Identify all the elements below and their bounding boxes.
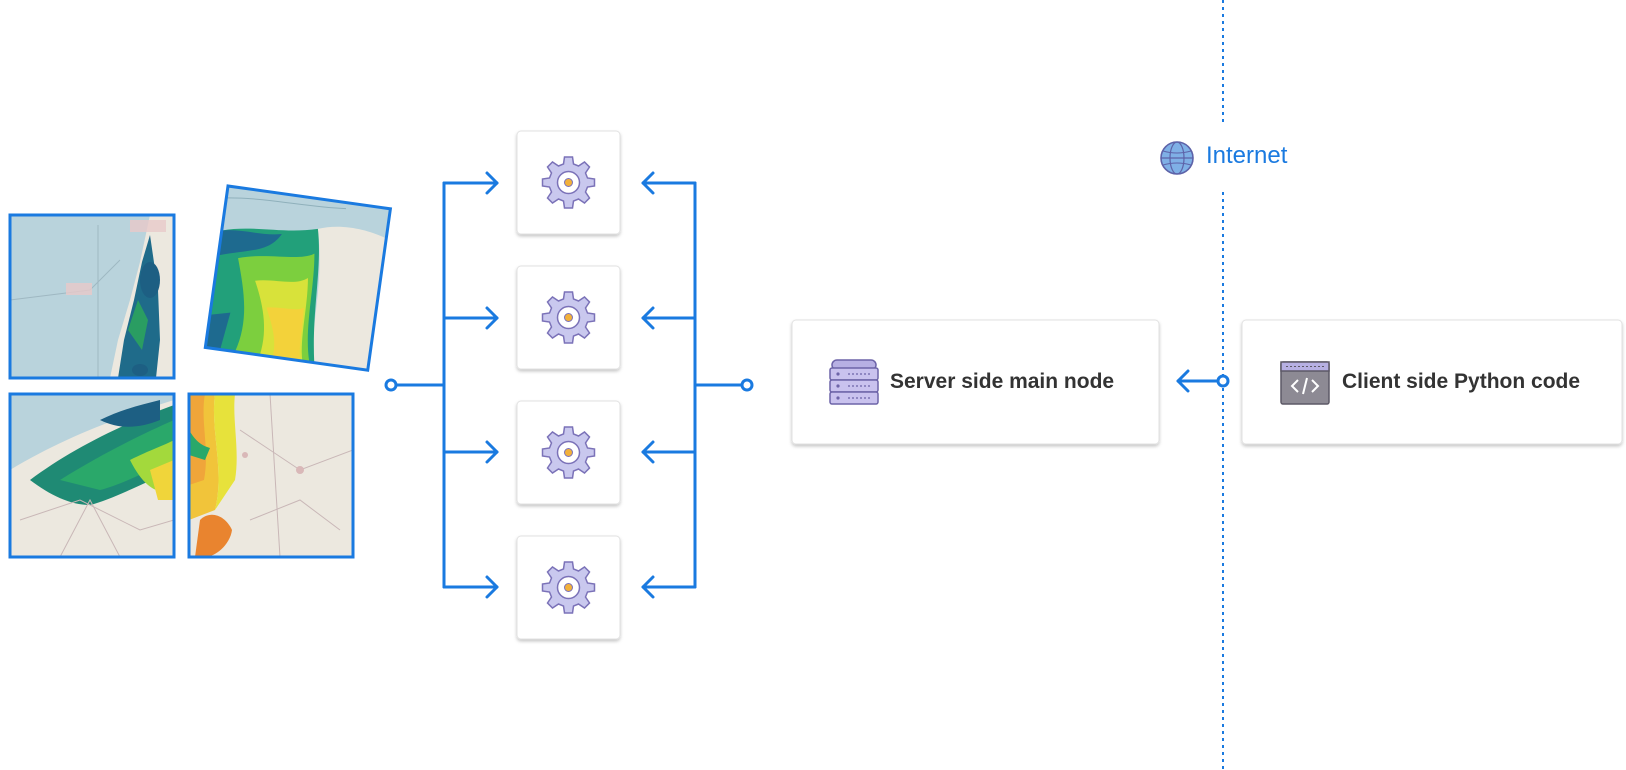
map-tile-top-right (203, 184, 393, 372)
client-side-python-code (1241, 319, 1623, 445)
gear-icon (541, 156, 596, 209)
map-tiles (8, 184, 393, 559)
worker-nodes (516, 130, 621, 640)
globe-icon (1160, 141, 1194, 175)
gear-icon (541, 561, 596, 614)
server-side-main-node (791, 319, 1160, 445)
client-to-server-arrow (1176, 369, 1230, 393)
worker-node (516, 265, 621, 370)
server-node-label: Server side main node (890, 370, 1115, 393)
map-tile-bottom-right (189, 394, 353, 557)
map-tile-bottom-left (10, 394, 174, 557)
server-rack-icon (829, 359, 879, 405)
data-to-workers-connector (384, 171, 499, 599)
map-tile-top-left (10, 215, 174, 378)
gear-icon (541, 426, 596, 479)
worker-node (516, 130, 621, 235)
worker-node (516, 535, 621, 640)
gear-icon (541, 291, 596, 344)
internet-label: Internet (1206, 142, 1288, 169)
code-window-icon (1280, 361, 1330, 405)
worker-node (516, 400, 621, 505)
client-node-label: Client side Python code (1342, 370, 1581, 393)
server-to-workers-connector (641, 171, 754, 599)
